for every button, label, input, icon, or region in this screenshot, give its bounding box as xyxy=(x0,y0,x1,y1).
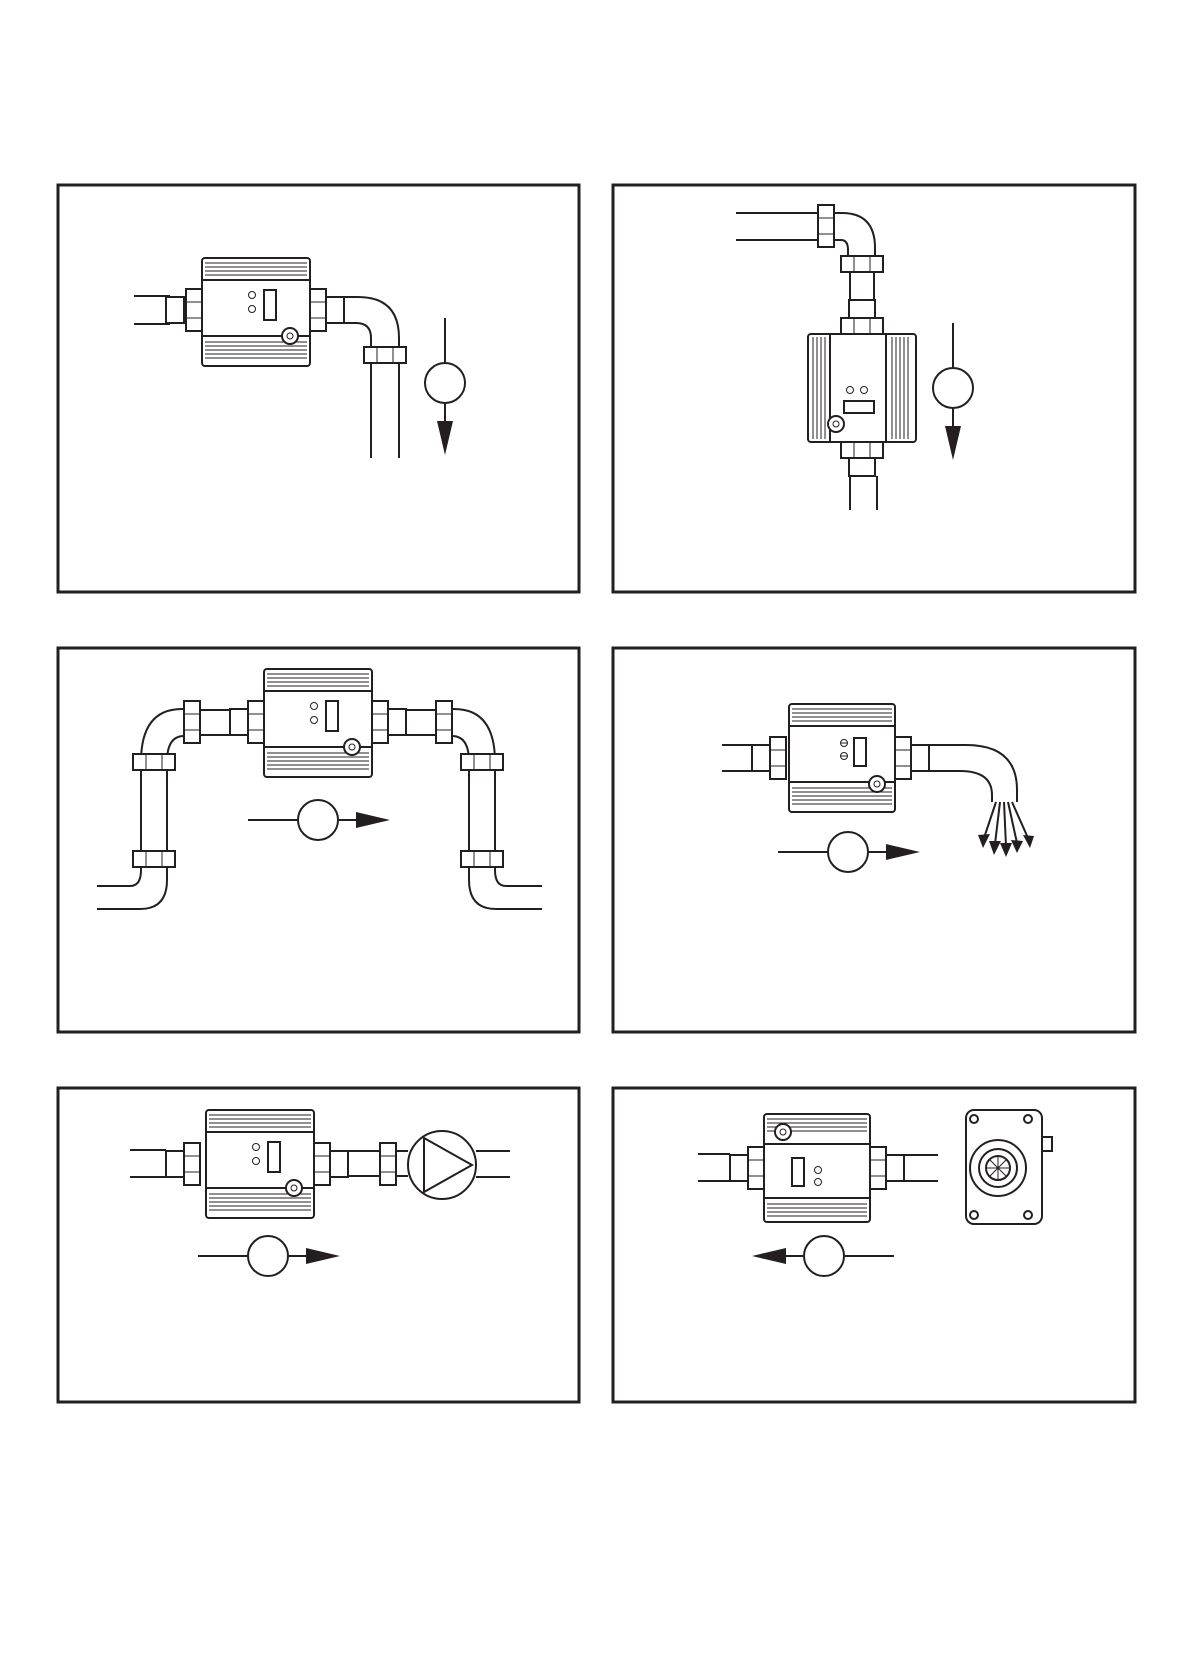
panel-6-reverse-flow-with-mount xyxy=(613,1088,1135,1402)
flow-sensor-icon xyxy=(206,1110,314,1218)
flow-sensor-icon xyxy=(764,1114,870,1222)
flow-sensor-icon xyxy=(808,334,916,442)
panel-frame xyxy=(58,1088,579,1402)
flow-sensor-icon xyxy=(789,704,895,812)
panel-frame xyxy=(58,185,579,592)
panel-4-open-outlet-install xyxy=(613,648,1135,1032)
panel-frame xyxy=(613,1088,1135,1402)
panel-1-horizontal-into-downward-bend xyxy=(58,185,579,592)
flow-sensor-icon xyxy=(202,258,310,366)
panel-3-raised-u-bend-install xyxy=(58,648,579,1032)
panel-5-pump-downstream-install xyxy=(58,1088,579,1402)
pump-icon xyxy=(408,1131,476,1199)
mounting-bracket-icon xyxy=(966,1110,1052,1224)
flow-sensor-icon xyxy=(264,669,372,777)
panel-2-vertical-downward-install xyxy=(613,185,1135,592)
